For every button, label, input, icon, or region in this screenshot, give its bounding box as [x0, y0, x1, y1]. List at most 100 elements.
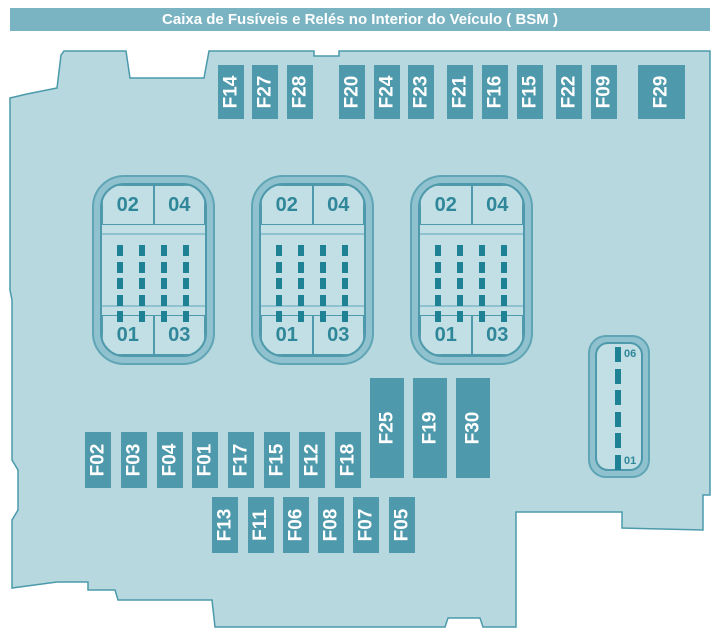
fuse[interactable]: F03	[121, 432, 147, 488]
relay-pin	[161, 261, 167, 273]
relay-pin	[479, 261, 485, 273]
relay-terminal-label: 01	[261, 315, 313, 355]
fuse-label: F16	[484, 75, 505, 109]
fuse-label: F05	[391, 508, 412, 542]
fuse[interactable]: F23	[408, 65, 434, 119]
relay-pin	[342, 294, 348, 306]
relay-pin	[117, 278, 123, 289]
fuse-label: F12	[301, 443, 322, 477]
relay-pin	[298, 261, 304, 273]
fuse[interactable]: F04	[157, 432, 183, 488]
fuse-label: F11	[250, 509, 272, 541]
fuse[interactable]: F20	[339, 65, 365, 119]
fuse-label: F09	[593, 75, 614, 109]
fuse-label: F04	[159, 443, 180, 477]
fuse[interactable]: F13	[212, 497, 238, 553]
fuse[interactable]: F01	[192, 432, 218, 488]
relay-pin	[320, 294, 326, 306]
fuse[interactable]: F15	[264, 432, 290, 488]
small-relay-pin	[615, 390, 621, 405]
relay-pin	[161, 245, 167, 256]
fuse-label: F23	[410, 75, 431, 109]
relay-pin	[117, 261, 123, 273]
relay-pin	[435, 278, 441, 289]
small-relay-pin	[615, 454, 621, 470]
small-relay-inner	[595, 342, 643, 471]
fuse[interactable]: F27	[252, 65, 278, 119]
fuse-label: F01	[194, 443, 215, 477]
fuse[interactable]: F16	[482, 65, 508, 119]
small-relay-label-top: 06	[624, 348, 637, 360]
small-relay-pin	[615, 411, 621, 427]
fuse-label: F25	[376, 411, 397, 445]
relay-pin	[139, 311, 145, 322]
fuse[interactable]: F29	[638, 65, 685, 119]
relay-pin	[183, 311, 189, 322]
relay-pin	[501, 245, 507, 256]
fuse[interactable]: F11	[248, 497, 274, 553]
relay-pin	[276, 278, 282, 289]
fuse[interactable]: F22	[556, 65, 582, 119]
relay-terminal-label: 03	[471, 315, 523, 355]
relay-terminal-label: 01	[102, 315, 154, 355]
fuse[interactable]: F07	[353, 497, 379, 553]
relay-terminal-label: 04	[471, 185, 523, 225]
fuse-label: F06	[285, 508, 306, 542]
relay-terminal-label: 01	[420, 315, 472, 355]
relay-pin	[435, 245, 441, 256]
relay-pin-area	[102, 233, 205, 322]
fuse-label: F24	[376, 75, 397, 109]
fuse-label: F22	[558, 75, 579, 109]
fuse[interactable]: F17	[228, 432, 254, 488]
small-relay[interactable]: 06 01	[588, 335, 650, 478]
relay-pin	[117, 245, 123, 256]
fuse[interactable]: F14	[218, 65, 244, 119]
fuse[interactable]: F06	[283, 497, 309, 553]
fuse-label: F28	[289, 75, 310, 109]
fuse[interactable]: F21	[447, 65, 473, 119]
fuse[interactable]: F30	[456, 378, 490, 478]
relay-pin-area	[420, 233, 523, 322]
fuse[interactable]: F15	[517, 65, 543, 119]
fuse[interactable]: F18	[335, 432, 361, 488]
relay-pin-area	[261, 233, 364, 322]
fuse[interactable]: F12	[299, 432, 325, 488]
relay-pin	[161, 311, 167, 322]
fuse-label: F18	[337, 443, 358, 477]
relay-pin	[276, 294, 282, 306]
fuse[interactable]: F28	[287, 65, 313, 119]
fuse-label: F13	[214, 508, 235, 542]
relay-pin	[342, 261, 348, 273]
relay-pin	[320, 261, 326, 273]
relay-terminal-label: 02	[261, 185, 313, 225]
relay-pin	[342, 245, 348, 256]
relay-pin	[320, 278, 326, 289]
relay-pin	[183, 278, 189, 289]
relay-pin	[435, 261, 441, 273]
diagram-title: Caixa de Fusíveis e Relés no Interior do…	[10, 8, 710, 31]
relay-pin	[276, 245, 282, 256]
relay-pin	[457, 261, 463, 273]
relay-pin	[320, 311, 326, 322]
fuse[interactable]: F19	[413, 378, 447, 478]
fuse[interactable]: F25	[370, 378, 404, 478]
relay-pin	[139, 294, 145, 306]
small-relay-pin	[615, 433, 621, 448]
fuse[interactable]: F09	[591, 65, 617, 119]
relay-terminal-label: 02	[102, 185, 154, 225]
relay-pin	[139, 278, 145, 289]
relay-pin	[183, 261, 189, 273]
fuse[interactable]: F02	[85, 432, 111, 488]
relay-pin	[501, 261, 507, 273]
fuse[interactable]: F05	[389, 497, 415, 553]
fuse[interactable]: F08	[318, 497, 344, 553]
fuse-label: F14	[220, 75, 241, 109]
relay-pin	[298, 311, 304, 322]
fuse[interactable]: F24	[374, 65, 400, 119]
